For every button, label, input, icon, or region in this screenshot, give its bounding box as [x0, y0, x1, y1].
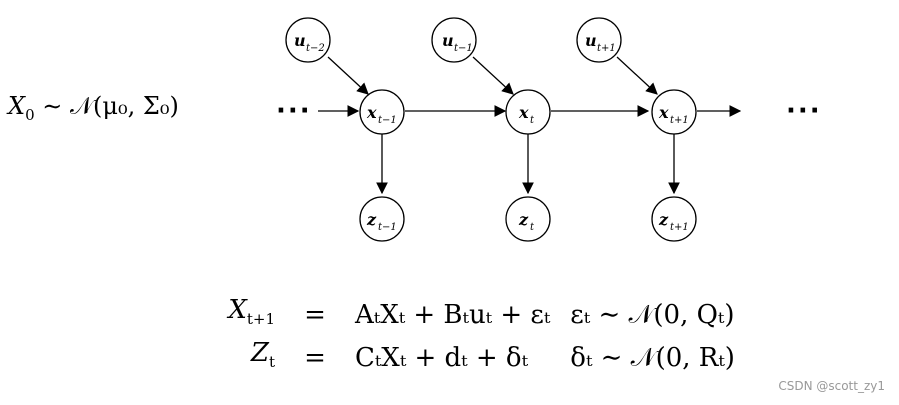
prior-lhs-sub: 0	[25, 105, 35, 124]
model-equations: Xt+1 = AₜXₜ + Bₜuₜ + εₜ εₜ ∼ 𝒩(0, Qₜ) Zt…	[180, 293, 735, 379]
graphical-model: ··· ··· u t−2 u t−1 u t+1 x t−1 x t x	[276, 17, 822, 242]
prior-rel: ∼	[42, 92, 63, 120]
edge-control1-to-state1	[472, 56, 514, 95]
state-1-sub: t	[530, 115, 535, 126]
equation-row-state: Xt+1 = AₜXₜ + Bₜuₜ + εₜ εₜ ∼ 𝒩(0, Qₜ)	[180, 293, 735, 336]
equation-1-noise: δₜ ∼ 𝒩(0, Rₜ)	[570, 342, 735, 373]
edge-control2-to-state2	[616, 56, 658, 95]
observation-node-0: z t−1	[359, 196, 405, 242]
state-2-sub: t+1	[670, 115, 689, 126]
edge-control0-to-state0	[327, 56, 369, 95]
equation-0-op: =	[304, 299, 326, 330]
prior-dist: 𝒩	[70, 92, 94, 120]
control-node-1: u t−1	[431, 17, 477, 63]
observation-node-1: z t	[505, 196, 551, 242]
prior-equation: X0 ∼ 𝒩(μ₀, Σ₀)	[8, 92, 179, 124]
equation-0-noise: εₜ ∼ 𝒩(0, Qₜ)	[570, 299, 735, 330]
equation-1-op: =	[304, 342, 326, 373]
control-2-sub: t+1	[597, 43, 616, 54]
leading-dots: ···	[276, 96, 312, 126]
state-node-0: x t−1	[359, 89, 405, 135]
observation-0-label: z	[366, 210, 377, 229]
control-0-sub: t−2	[306, 43, 325, 54]
observation-node-2: z t+1	[651, 196, 697, 242]
prior-lhs: X	[8, 92, 26, 120]
watermark: CSDN @scott_zy1	[778, 379, 885, 393]
control-2-label: u	[585, 31, 597, 50]
observation-1-sub: t	[530, 222, 535, 233]
control-0-label: u	[294, 31, 306, 50]
equation-0-rhs: AₜXₜ + Bₜuₜ + εₜ	[355, 299, 551, 330]
observation-0-sub: t−1	[378, 222, 397, 233]
control-1-label: u	[442, 31, 454, 50]
observation-1-label: z	[518, 210, 529, 229]
equation-1-rhs: CₜXₜ + dₜ + δₜ	[355, 342, 528, 373]
equation-0-lhs: Xt+1	[228, 295, 275, 329]
equation-1-lhs: Zt	[250, 338, 275, 372]
control-1-sub: t−1	[454, 43, 473, 54]
state-node-1: x t	[505, 89, 551, 135]
prior-args: (μ₀, Σ₀)	[93, 92, 179, 120]
state-1-label: x	[518, 103, 529, 122]
control-node-0: u t−2	[285, 17, 331, 63]
state-2-label: x	[658, 103, 669, 122]
state-0-sub: t−1	[378, 115, 397, 126]
observation-2-label: z	[658, 210, 669, 229]
control-node-2: u t+1	[576, 17, 622, 63]
state-0-label: x	[366, 103, 377, 122]
equation-row-observation: Zt = CₜXₜ + dₜ + δₜ δₜ ∼ 𝒩(0, Rₜ)	[180, 336, 735, 379]
trailing-dots: ···	[786, 96, 822, 126]
observation-2-sub: t+1	[670, 222, 689, 233]
state-node-2: x t+1	[651, 89, 697, 135]
